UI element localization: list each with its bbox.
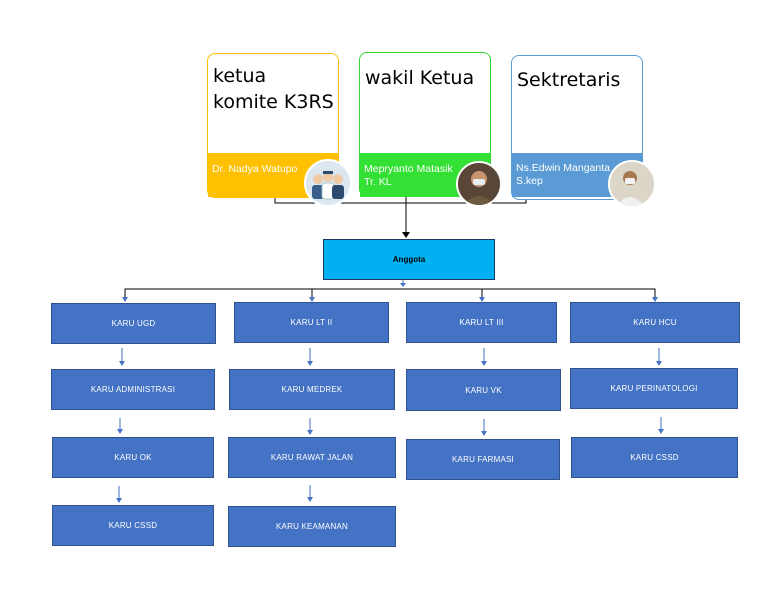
anggota-box: Anggota xyxy=(323,239,495,280)
leader-name-line: Dr. Nadya Watupo xyxy=(212,163,298,175)
leader-name-line: Ns.Edwin Manganta xyxy=(516,162,610,174)
leader-title-line: wakil Ketua xyxy=(365,67,475,89)
leader-title-line: Sektretaris xyxy=(517,69,621,91)
person-photo-icon xyxy=(456,161,502,207)
unit-box: KARU RAWAT JALAN xyxy=(228,437,396,478)
unit-box: KARU LT II xyxy=(234,302,389,343)
unit-box: KARU PERINATOLOGI xyxy=(570,368,738,409)
medical-team-icon xyxy=(304,159,352,207)
leader-title: ketua komite K3RS xyxy=(213,63,334,115)
leader-card-sektretaris: Sektretaris Ns.Edwin Manganta S.kep xyxy=(511,55,643,200)
leader-title: wakil Ketua xyxy=(365,65,474,91)
unit-box: KARU ADMINISTRASI xyxy=(51,369,215,410)
unit-box: KARU CSSD xyxy=(52,505,214,546)
leader-name-line: S.kep xyxy=(516,175,543,187)
unit-box: KARU KEAMANAN xyxy=(228,506,396,547)
unit-box: KARU OK xyxy=(52,437,214,478)
person-photo-icon xyxy=(608,160,656,208)
unit-box: KARU HCU xyxy=(570,302,740,343)
unit-box: KARU MEDREK xyxy=(229,369,395,410)
unit-box: KARU CSSD xyxy=(571,437,738,478)
leader-name-line: Tr. KL xyxy=(364,176,392,188)
unit-box: KARU UGD xyxy=(51,303,216,344)
unit-box: KARU LT III xyxy=(406,302,557,343)
unit-box: KARU FARMASI xyxy=(406,439,560,480)
leader-title: Sektretaris xyxy=(517,67,620,93)
leader-title-line: ketua xyxy=(213,65,267,87)
unit-box: KARU VK xyxy=(406,369,561,411)
leader-title-line: komite K3RS xyxy=(213,91,334,113)
leader-name-line: Mepryanto Matasik xyxy=(364,163,453,175)
